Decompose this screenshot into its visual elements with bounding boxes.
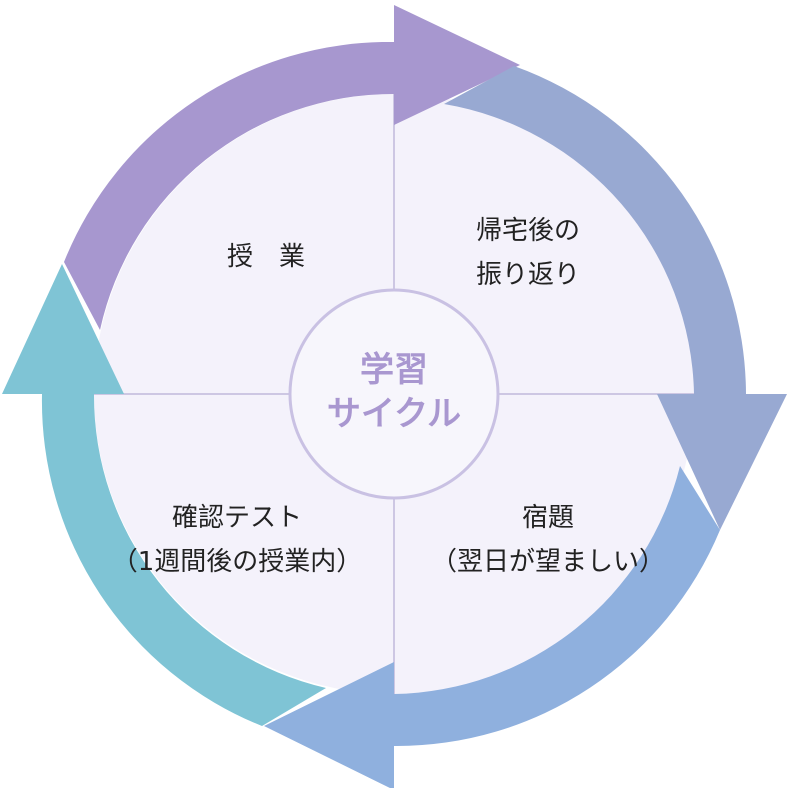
center-label-line2: サイクル xyxy=(327,394,461,434)
arrow-top xyxy=(64,5,520,330)
label-review-line1: 帰宅後の xyxy=(476,216,580,246)
label-lecture: 授 業 xyxy=(227,242,305,272)
label-review-line2: 振り返り xyxy=(476,260,580,290)
center-label-line1: 学習 xyxy=(360,350,428,390)
arrow-bottom xyxy=(264,466,720,788)
label-homework-line1: 宿題 xyxy=(522,503,574,533)
label-test-line1: 確認テスト xyxy=(172,503,302,533)
arrow-right xyxy=(444,66,787,530)
label-test-line2: （1週間後の授業内） xyxy=(112,547,363,577)
label-homework-line2: （翌日が望ましい） xyxy=(431,547,665,577)
center-circle xyxy=(288,288,500,500)
arrow-left xyxy=(2,264,326,726)
